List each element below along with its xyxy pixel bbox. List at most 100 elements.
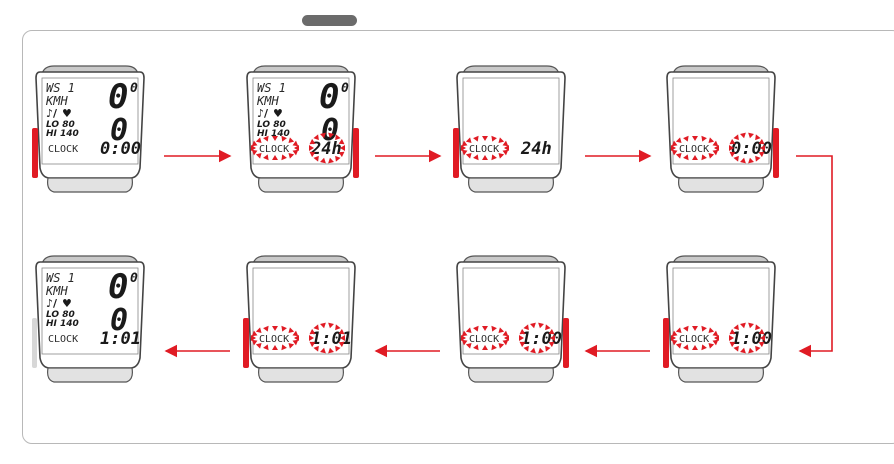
blink-marker-icon	[701, 135, 707, 142]
blink-marker-icon	[255, 327, 262, 334]
blink-marker-icon	[502, 339, 509, 346]
blink-marker-icon	[545, 324, 551, 331]
blink-marker-icon	[340, 335, 345, 341]
blink-marker-icon	[548, 328, 555, 335]
music-note-icon: ♪/	[46, 297, 58, 310]
blink-marker-icon	[251, 149, 258, 156]
blink-marker-icon	[504, 145, 509, 151]
diagram-frame	[22, 30, 894, 444]
blink-marker-icon	[538, 322, 544, 329]
blink-marker-icon	[708, 327, 715, 334]
blink-marker-icon	[692, 326, 698, 331]
blink-marker-icon	[461, 145, 466, 151]
blink-marker-icon	[313, 345, 319, 352]
blink-marker-icon	[255, 152, 262, 159]
side-button-left	[663, 318, 669, 368]
blink-marker-icon	[288, 152, 295, 159]
blink-marker-icon	[320, 157, 326, 164]
blink-marker-icon	[498, 137, 505, 144]
blink-marker-icon	[502, 140, 509, 147]
blink-marker-icon	[675, 137, 682, 144]
heart-icon: ♥	[62, 297, 72, 310]
music-note-icon: ♪/	[46, 107, 58, 120]
blink-marker-icon	[550, 335, 555, 341]
lcd-speed-digit: 0	[319, 77, 339, 117]
blink-marker-icon	[461, 149, 468, 156]
lcd-screen	[672, 77, 770, 165]
lcd-speed-digit: 0	[108, 77, 128, 117]
blink-marker-icon	[538, 347, 544, 354]
blink-marker-icon	[712, 149, 719, 156]
blink-marker-icon	[251, 140, 258, 147]
blink-marker-icon	[758, 328, 765, 335]
lcd-hr-high: HI 140	[257, 129, 290, 139]
lcd-unit: KMH	[45, 94, 68, 108]
lcd-clock-value: 1:00	[521, 329, 562, 349]
blink-marker-icon	[671, 140, 678, 147]
blink-marker-icon	[701, 154, 707, 161]
blink-marker-icon	[461, 339, 468, 346]
lcd-wheel-size: WS 1	[46, 81, 75, 95]
blink-marker-icon	[733, 324, 739, 331]
blink-marker-icon	[328, 132, 334, 139]
blink-marker-icon	[683, 154, 689, 161]
blink-marker-icon	[281, 325, 287, 332]
blink-marker-icon	[482, 136, 488, 141]
blink-marker-icon	[755, 134, 761, 141]
lcd-mid-digit: 0	[110, 113, 128, 148]
blink-marker-icon	[338, 138, 345, 145]
side-button-left	[453, 128, 459, 178]
blink-marker-icon	[729, 145, 734, 151]
side-button-left	[243, 318, 249, 368]
blink-marker-icon	[760, 145, 765, 151]
blink-ring-clock	[461, 135, 509, 161]
device-bottom-cap	[258, 177, 344, 193]
blink-marker-icon	[338, 341, 345, 348]
lcd-screen	[41, 267, 139, 355]
blink-marker-icon	[729, 341, 736, 348]
lcd-clock-value: 1:01	[100, 329, 141, 349]
lcd-hr-low: LO 80	[46, 310, 75, 320]
lcd-clock-value: 1:00	[731, 329, 772, 349]
blink-marker-icon	[328, 347, 334, 354]
blink-marker-icon	[548, 341, 555, 348]
lcd-speed-superscript: 0	[341, 81, 349, 96]
lcd-speed-superscript: 0	[130, 271, 138, 286]
lcd-clock-label: CLOCK	[469, 144, 499, 155]
blink-marker-icon	[712, 339, 719, 346]
lcd-screen	[41, 77, 139, 165]
blink-marker-icon	[338, 151, 345, 158]
blink-marker-icon	[708, 137, 715, 144]
lcd-clock-value: 24h	[520, 139, 552, 159]
side-button-right	[563, 318, 569, 368]
blink-marker-icon	[758, 151, 765, 158]
blink-marker-icon	[740, 347, 746, 354]
blink-marker-icon	[482, 155, 488, 160]
blink-marker-icon	[461, 140, 468, 147]
device-bottom-cap	[468, 367, 554, 383]
lcd-wheel-size: WS 1	[257, 81, 286, 95]
blink-marker-icon	[461, 335, 466, 341]
lcd-clock-label: CLOCK	[48, 334, 78, 345]
lcd-clock-value: 0:00	[100, 139, 141, 159]
blink-marker-icon	[251, 145, 256, 151]
blink-marker-icon	[465, 152, 472, 159]
blink-ring-value	[309, 132, 345, 164]
lcd-speed-superscript: 0	[130, 81, 138, 96]
blink-marker-icon	[519, 335, 524, 341]
blink-marker-icon	[313, 324, 319, 331]
blink-marker-icon	[251, 339, 258, 346]
lcd-screen	[462, 77, 560, 165]
blink-marker-icon	[733, 345, 739, 352]
blink-marker-icon	[523, 345, 529, 352]
lcd-wheel-size: WS 1	[46, 271, 75, 285]
blink-marker-icon	[491, 154, 497, 161]
blink-marker-icon	[712, 140, 719, 147]
blink-marker-icon	[502, 330, 509, 337]
blink-marker-icon	[320, 347, 326, 354]
blink-marker-icon	[755, 155, 761, 162]
blink-marker-icon	[473, 344, 479, 351]
lcd-clock-label: CLOCK	[48, 144, 78, 155]
